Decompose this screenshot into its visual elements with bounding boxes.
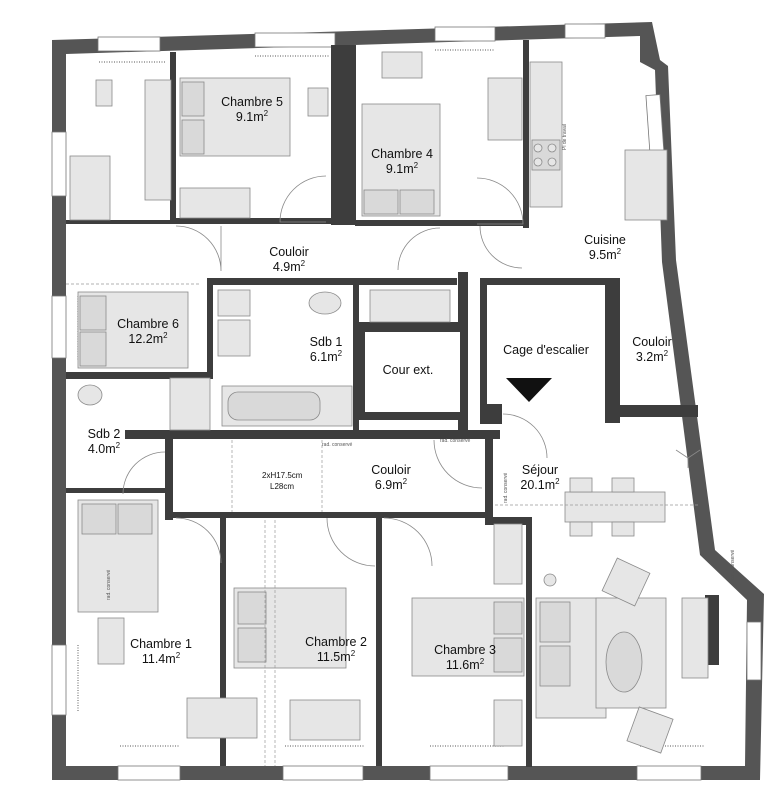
room-area-value: 6.9m [375, 478, 403, 492]
room-area-unit-exponent: 2 [351, 649, 356, 658]
conserve-note-2: rad. conservé [106, 569, 112, 600]
room-area-chambre3: 11.6m2 [446, 657, 485, 672]
windows [51, 23, 762, 781]
stair-note-line1: 2xH17.5cm [262, 471, 303, 480]
room-area-sdb1: 6.1m2 [310, 349, 343, 364]
room-area-couloir-top: 4.9m2 [273, 259, 306, 274]
furniture [69, 51, 709, 754]
room-area-couloir-mid: 6.9m2 [375, 477, 408, 492]
room-area-value: 6.1m [310, 350, 338, 364]
room-area-value: 3.2m [636, 350, 664, 364]
room-area-unit-exponent: 2 [480, 657, 485, 666]
room-area-unit-exponent: 2 [116, 441, 121, 450]
room-area-unit-exponent: 2 [163, 331, 168, 340]
room-area-unit-exponent: 2 [403, 477, 408, 486]
room-area-value: 20.1m [520, 478, 555, 492]
conserve-note-4: rad. conservé [322, 442, 353, 448]
room-name-couloir-top: Couloir [269, 245, 309, 259]
room-area-chambre1: 11.4m2 [142, 651, 181, 666]
room-area-unit-exponent: 2 [664, 349, 669, 358]
interior-walls [66, 40, 719, 767]
room-area-unit-exponent: 2 [414, 161, 419, 170]
room-name-sejour: Séjour [522, 463, 558, 477]
small-notes: 2xH17.5cm L28cm rad. conservé rad. conse… [106, 124, 736, 600]
room-area-cuisine: 9.5m2 [589, 247, 622, 262]
room-area-chambre5: 9.1m2 [236, 109, 269, 124]
room-area-value: 11.5m [317, 650, 351, 664]
room-area-value: 9.1m [386, 162, 414, 176]
room-area-sdb2: 4.0m2 [88, 441, 121, 456]
room-area-unit-exponent: 2 [301, 259, 306, 268]
room-area-unit-exponent: 2 [555, 477, 560, 486]
room-area-value: 4.9m [273, 260, 301, 274]
room-area-value: 4.0m [88, 442, 116, 456]
room-name-cage: Cage d'escalier [503, 343, 589, 357]
room-name-cuisine: Cuisine [584, 233, 626, 247]
room-area-value: 11.4m [142, 652, 176, 666]
room-area-value: 12.2m [128, 332, 163, 346]
room-name-couloir-mid: Couloir [371, 463, 411, 477]
room-area-unit-exponent: 2 [617, 247, 622, 256]
room-area-unit-exponent: 2 [338, 349, 343, 358]
room-area-chambre4: 9.1m2 [386, 161, 419, 176]
plan-travail-note: Pl de travail [562, 124, 568, 150]
hallway-guides [66, 283, 700, 766]
room-area-value: 9.1m [236, 110, 264, 124]
room-name-chambre2: Chambre 2 [305, 635, 367, 649]
stair-note-line2: L28cm [270, 482, 294, 491]
stair-arrow [506, 378, 552, 402]
room-name-chambre1: Chambre 1 [130, 637, 192, 651]
room-name-chambre3: Chambre 3 [434, 643, 496, 657]
room-area-value: 9.5m [589, 248, 617, 262]
room-name-chambre5: Chambre 5 [221, 95, 283, 109]
room-name-cour: Cour ext. [383, 363, 434, 377]
room-area-unit-exponent: 2 [176, 651, 181, 660]
conserve-note-3: rad. conservé [730, 549, 736, 580]
room-area-chambre2: 11.5m2 [317, 649, 356, 664]
room-area-chambre6: 12.2m2 [128, 331, 168, 346]
room-area-sejour: 20.1m2 [520, 477, 560, 492]
room-name-sdb1: Sdb 1 [310, 335, 343, 349]
room-area-value: 11.6m [446, 658, 480, 672]
room-area-couloir-right: 3.2m2 [636, 349, 669, 364]
room-name-sdb2: Sdb 2 [88, 427, 121, 441]
conserve-note-5: rad. conservé [440, 438, 471, 444]
room-area-unit-exponent: 2 [264, 109, 269, 118]
room-name-chambre4: Chambre 4 [371, 147, 433, 161]
room-name-couloir-right: Couloir [632, 335, 672, 349]
doors [122, 175, 548, 567]
conserve-note-1: rad. conservé [503, 472, 509, 503]
room-name-chambre6: Chambre 6 [117, 317, 179, 331]
